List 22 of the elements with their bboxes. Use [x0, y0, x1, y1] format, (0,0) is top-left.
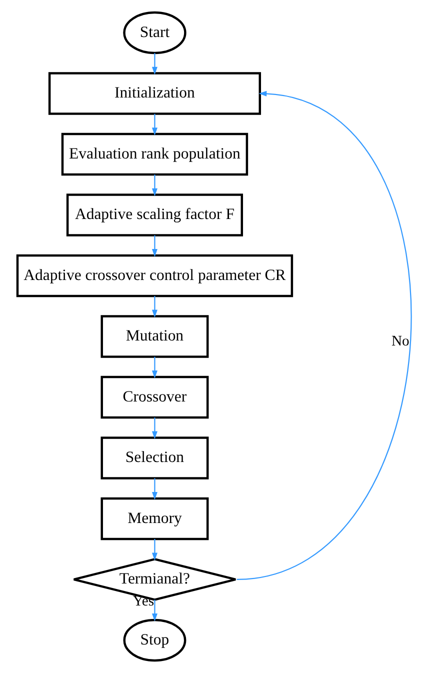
- node-box: Memory: [100, 497, 208, 540]
- node-box: Evaluation rank population: [60, 132, 248, 176]
- arrow: [151, 174, 157, 196]
- node-box: Mutation: [100, 315, 208, 358]
- edge-label: No: [390, 334, 409, 350]
- arrow: [151, 114, 157, 136]
- node-box: Crossover: [100, 376, 208, 419]
- arrow: [151, 53, 157, 75]
- arrow: [151, 418, 157, 440]
- arrow: [151, 478, 157, 500]
- arrow: [151, 235, 157, 257]
- node-box: Selection: [100, 436, 208, 480]
- arrow: [151, 600, 157, 622]
- arrow: [151, 296, 157, 318]
- node-box: Initialization: [48, 72, 261, 115]
- arrow: [151, 539, 157, 561]
- node-ellipse: Stop: [122, 618, 186, 662]
- node-box: Adaptive crossover control parameter CR: [16, 254, 293, 298]
- arrow: [236, 90, 411, 580]
- node-box: Adaptive scaling factor F: [66, 194, 243, 236]
- arrow: [151, 356, 157, 378]
- node-ellipse: Start: [122, 11, 186, 54]
